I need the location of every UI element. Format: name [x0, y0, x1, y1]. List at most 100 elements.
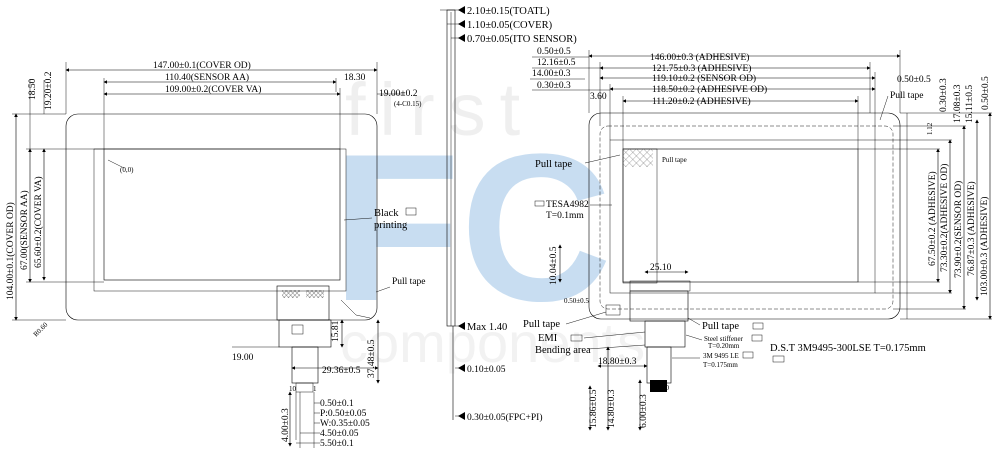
dim-adhesive-67-50: 67.50±0.2 (ADHESIVE) — [927, 171, 938, 266]
emi-label: EMI — [538, 333, 558, 344]
dim-sensor-aa-height: 67.00(SENSOR AA) — [19, 190, 30, 270]
black-printing-label-1: Black — [374, 208, 399, 219]
pull-tape-left: Pull tape — [535, 159, 572, 170]
dst-icon — [772, 355, 785, 363]
side-view: 2.10±0.15(TOATL) 1.10±0.05(COVER) 0.70±0… — [440, 6, 577, 423]
pull-tape-inner: Pull tape — [662, 156, 687, 164]
watermark-text-components: components — [340, 311, 645, 374]
dim-back-0-50a: 0.50±0.5 — [537, 47, 571, 57]
dim-back-25-10: 25.10 — [650, 263, 672, 273]
back-fpc-gold-fingers — [650, 380, 667, 392]
dim-18-50: 18.50 — [28, 78, 38, 100]
dim-back-0-50b: 0.50±0.5 — [897, 75, 931, 85]
dim-18-30: 18.30 — [344, 73, 366, 83]
front-fpc-tail — [291, 346, 319, 384]
dim-back-r-15-11: 15.11±0.5 — [965, 85, 975, 123]
dim-fpc-0-10: 0.10±0.05 — [467, 365, 506, 375]
dim-back-r-0-50: 0.50±0.5 — [981, 76, 991, 110]
dim-back-18-80: 18.80±0.3 — [598, 357, 637, 367]
dim-pin-pitch: P:0.50±0.05 — [320, 409, 367, 419]
pull-tape-label: Pull tape — [392, 277, 426, 287]
watermark-text-first: first — [345, 68, 534, 151]
front-fpc-connector-2 — [306, 290, 324, 298]
dim-fpc-pi: 0.30±0.05(FPC+PI) — [467, 412, 543, 423]
dim-back-r-0-30: 0.30±0.3 — [939, 78, 949, 112]
dim-cover-od-width: 147.00±0.1(COVER OD) — [153, 60, 251, 71]
dim-pin-4-00: 4.00±0.3 — [281, 408, 291, 442]
watermark-text-fc: FC — [332, 110, 612, 345]
dim-ito-thickness: 0.70±0.05(ITO SENSOR) — [467, 34, 577, 45]
dim-back-1-12: 1.12 — [926, 122, 934, 135]
back-sensor-od — [599, 125, 894, 310]
front-fpc-gold-fingers — [295, 382, 314, 393]
back-pin-1: 1 — [650, 384, 654, 392]
stiffener-icon — [751, 334, 763, 342]
dim-adhesive-76-87: 76.87±0.3 (ADHESIVE) — [966, 181, 977, 276]
pull-tape-bottom-left: Pull tape — [523, 319, 560, 330]
dim-back-15-86: 15.86±0.5 — [589, 389, 599, 428]
dim-back-14-00: 14.00±0.3 — [532, 69, 571, 79]
front-view-area — [103, 148, 341, 281]
dim-back-12-16: 12.16±0.5 — [537, 58, 576, 68]
back-pin-10: 10 — [662, 384, 670, 392]
front-pin-1: 1 — [313, 385, 317, 393]
back-adhesive-outline — [588, 112, 901, 320]
dim-pin-0-50: 0.50±0.1 — [320, 399, 354, 409]
dim-19-00-fpc: 19.00 — [232, 353, 254, 363]
dim-29-36: 29.36±0.5 — [322, 366, 361, 376]
tape-3m-label: 3M 9495 LE — [703, 352, 739, 360]
dim-adhesive-od-height: 73.30±0.2(ADHESIVE OD) — [939, 164, 950, 272]
pull-tape-icon — [752, 322, 764, 330]
front-view: 147.00±0.1(COVER OD) 110.40(SENSOR AA) 1… — [5, 60, 426, 449]
dim-adhesive-121: 121.75±0.3 (ADHESIVE) — [652, 63, 751, 74]
dim-back-10-04: 10.04±0.5 — [549, 246, 559, 285]
black-printing-label-2: printing — [374, 220, 408, 231]
dim-total-thickness: 2.10±0.15(TOATL) — [467, 6, 550, 17]
dim-cover-thickness: 1.10±0.05(COVER) — [467, 20, 553, 31]
dim-adhesive-146: 146.00±0.3 (ADHESIVE) — [650, 52, 749, 63]
dim-back-6-00: 6.00±0.3 — [639, 394, 649, 428]
black-printing-icon — [405, 207, 417, 216]
dim-back-3-60: 3.60 — [590, 92, 607, 102]
dst-label: D.S.T 3M9495-300LSE T=0.175mm — [770, 343, 926, 354]
back-fpc-tail — [646, 346, 672, 384]
tesa-icon — [534, 200, 545, 207]
back-pull-tape-tab — [623, 149, 653, 167]
dim-cover-od-height: 104.00±0.1(COVER OD) — [5, 202, 16, 300]
back-fpc-stiffener — [644, 320, 686, 348]
tape-3m-thickness: T=0.175mm — [703, 361, 738, 369]
emi-icon — [570, 334, 583, 342]
front-pin-10: 10 — [289, 385, 297, 393]
back-view: 146.00±0.3 (ADHESIVE) 121.75±0.3 (ADHESI… — [523, 47, 992, 431]
dim-pin-4-50: 4.50±0.05 — [320, 429, 359, 439]
dim-cover-va-height: 65.60±0.2(COVER VA) — [33, 176, 44, 268]
back-adhesive-od — [609, 139, 876, 294]
dim-pin-5-50: 5.50±0.1 — [320, 439, 354, 449]
front-fpc-stiffener — [278, 319, 332, 348]
dim-sensor-aa-width: 110.40(SENSOR AA) — [165, 72, 249, 83]
pull-tape-bottom-right: Pull tape — [702, 321, 739, 332]
bending-area-label: Bending area — [535, 345, 591, 356]
dim-back-r-17-08: 17.08±0.3 — [953, 84, 963, 123]
dim-15-81: 15.81 — [331, 320, 341, 342]
dim-sensor-od-width: 119.10±0.2 (SENSOR OD) — [652, 73, 756, 84]
front-fpc-connector-1 — [282, 290, 300, 298]
dim-19-20: 19.20±0.2 — [44, 71, 54, 110]
stiffener-label: Steel stiffener — [704, 335, 744, 343]
chip-label: R0.60 — [32, 320, 50, 338]
back-pull-tape-tab-2 — [605, 304, 621, 316]
dim-sensor-od-height: 73.90±0.2(SENSOR OD) — [953, 181, 964, 278]
dim-19-00: 19.00±0.2 — [379, 89, 418, 99]
dim-37-48: 37.48±0.5 — [367, 339, 377, 378]
dim-adhesive-111: 111.20±0.2 (ADHESIVE) — [652, 96, 751, 107]
pull-tape-top-right: Pull tape — [890, 91, 924, 101]
dim-corner: (4-C0.15) — [394, 100, 422, 108]
dim-back-14-80: 14.80±0.3 — [607, 389, 617, 428]
tesa-label: TESA4982 — [546, 200, 589, 210]
watermark: first FC components — [332, 68, 645, 374]
dim-cover-va-width: 109.00±0.2(COVER VA) — [165, 84, 261, 95]
dim-max-thickness: Max 1.40 — [467, 322, 507, 333]
dim-back-0-30: 0.30±0.3 — [537, 81, 571, 91]
